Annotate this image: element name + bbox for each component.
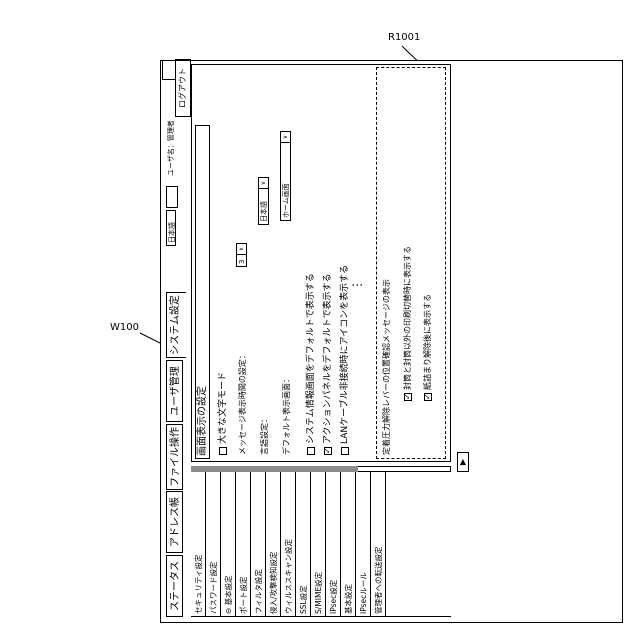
fixer-opt1-label: 封筒と封筒以外の印刷切替時に表示する	[403, 246, 412, 390]
language-label: 言語設定：	[259, 415, 270, 455]
sidebar-scroll-highlight	[191, 466, 358, 472]
message-time-label: メッセージ表示時間の設定：	[237, 351, 248, 455]
header-blank-box	[162, 60, 176, 80]
action-panel-default-checkbox[interactable]: ✓	[324, 447, 332, 455]
tab-user-management[interactable]: ユーザ管理	[166, 360, 183, 422]
message-time-select[interactable]: 3 ∨	[236, 243, 247, 267]
sidebar-collapse-toggle[interactable]: ▶	[457, 452, 469, 472]
lan-icon-checkbox[interactable]	[341, 447, 349, 455]
fixer-opt2-row[interactable]: ✓ 紙詰まり解除後に表示する	[422, 294, 433, 401]
sysinfo-default-checkbox[interactable]	[307, 447, 315, 455]
header-language-value: 日本語	[168, 222, 176, 243]
header-language-select[interactable]: 日本語	[166, 210, 176, 246]
display-settings-panel: 画面表示の設定 大きな文字モード メッセージ表示時間の設定： 3 ∨ 言語設定：…	[191, 64, 451, 462]
logout-button[interactable]: ログアウト	[175, 59, 191, 117]
fixer-opt2-checkbox[interactable]: ✓	[424, 393, 432, 401]
default-screen-select[interactable]: ホーム画面 ∨	[280, 131, 291, 221]
language-select[interactable]: 日本語 ∨	[258, 177, 269, 225]
sysinfo-default-label: システム情報画面をデフォルトで表示する	[306, 273, 316, 444]
sysinfo-default-row[interactable]: システム情報画面をデフォルトで表示する	[303, 273, 316, 455]
lan-icon-label: LANケーブル非接続時にアイコンを表示する	[340, 265, 350, 444]
chevron-down-icon: ∨	[237, 244, 246, 255]
default-screen-label: デフォルト表示画面：	[281, 375, 292, 455]
large-text-mode-label: 大きな文字モード	[218, 372, 228, 444]
window-callout-label: W100	[110, 322, 139, 333]
language-value: 日本語	[260, 201, 268, 222]
area-callout-label: R1001	[388, 32, 420, 43]
sidebar-frame	[191, 470, 451, 617]
window-callout-line	[140, 333, 160, 343]
settings-window: ステータス アドレス帳 ファイル操作 ユーザ管理 システム設定 日本語 ユーザ名…	[160, 60, 623, 623]
user-label: ユーザ名：管理者	[166, 120, 176, 176]
fixer-heading: 定着圧力解除レバーの位置確認メッセージの表示	[381, 279, 392, 455]
header-language-box	[166, 186, 178, 208]
panel-title: 画面表示の設定	[195, 125, 210, 459]
fixer-opt1-row[interactable]: ✓ 封筒と封筒以外の印刷切替時に表示する	[402, 246, 413, 401]
action-panel-default-row[interactable]: ✓ アクションパネルをデフォルトで表示する	[320, 273, 333, 455]
default-screen-value: ホーム画面	[282, 183, 290, 218]
tab-system-settings[interactable]: システム設定	[166, 292, 186, 358]
triangle-right-icon: ▶	[458, 459, 467, 465]
chevron-down-icon: ∨	[281, 132, 290, 143]
tab-status[interactable]: ステータス	[166, 555, 183, 617]
sidebar: セキュリティ設定 パスワード設定 ⊖ 基本設定 ポート設定 フィルタ設定 侵入/…	[191, 467, 451, 617]
message-time-value: 3	[238, 260, 246, 264]
large-text-mode-row[interactable]: 大きな文字モード	[215, 372, 228, 455]
more-options-ellipsis: ⋮	[350, 279, 364, 291]
fixer-opt2-label: 紙詰まり解除後に表示する	[423, 294, 432, 390]
tab-address-book[interactable]: アドレス帳	[166, 491, 183, 553]
lan-icon-row[interactable]: LANケーブル非接続時にアイコンを表示する	[337, 265, 350, 455]
chevron-down-icon: ∨	[259, 178, 268, 189]
fixer-opt1-checkbox[interactable]: ✓	[404, 393, 412, 401]
tab-file-operation[interactable]: ファイル操作	[166, 424, 183, 490]
action-panel-default-label: アクションパネルをデフォルトで表示する	[323, 273, 333, 444]
large-text-mode-checkbox[interactable]	[219, 447, 227, 455]
